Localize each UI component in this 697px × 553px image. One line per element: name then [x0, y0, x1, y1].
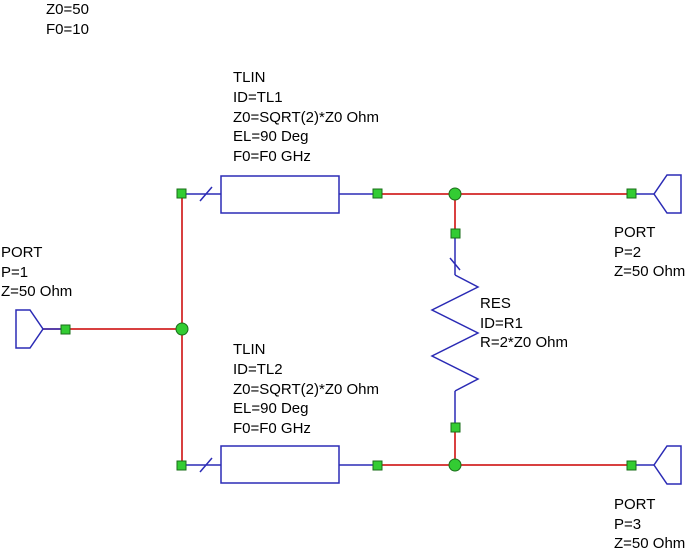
tl1-type: TLIN: [233, 69, 266, 86]
tl1-label: TLIN ID=TL1 Z0=SQRT(2)*Z0 Ohm EL=90 Deg …: [233, 69, 379, 165]
tl2-label: TLIN ID=TL2 Z0=SQRT(2)*Z0 Ohm EL=90 Deg …: [233, 341, 379, 437]
junction-bottom[interactable]: [448, 458, 462, 472]
tl1-z0: Z0=SQRT(2)*Z0 Ohm: [233, 109, 379, 126]
tl1-symbol[interactable]: [182, 175, 377, 214]
port1-z: Z=50 Ohm: [1, 283, 72, 300]
port1-symbol[interactable]: [15, 309, 65, 349]
tl2-f0: F0=F0 GHz: [233, 420, 311, 437]
resistor-symbol[interactable]: [430, 233, 480, 427]
tl2-id: ID=TL2: [233, 361, 283, 378]
pin-tl1-in[interactable]: [176, 188, 187, 199]
port3-z: Z=50 Ohm: [614, 535, 685, 552]
port3-symbol[interactable]: [631, 445, 682, 485]
pin-port1[interactable]: [60, 324, 71, 335]
pin-tl2-out[interactable]: [372, 460, 383, 471]
port1-p: P=1: [1, 264, 28, 281]
pin-res-bottom[interactable]: [450, 422, 461, 433]
pin-res-top[interactable]: [450, 228, 461, 239]
variable-f0: F0=10: [46, 21, 89, 38]
port3-p: P=3: [614, 516, 641, 533]
tl1-id: ID=TL1: [233, 89, 283, 106]
tl1-el: EL=90 Deg: [233, 128, 308, 145]
tl2-symbol[interactable]: [182, 445, 377, 484]
pin-port3[interactable]: [626, 460, 637, 471]
variables-block[interactable]: Z0=50 F0=10: [46, 1, 89, 38]
port3-label: PORT P=3 Z=50 Ohm: [614, 496, 685, 552]
pin-port2[interactable]: [626, 188, 637, 199]
port2-p: P=2: [614, 244, 641, 261]
res-r: R=2*Z0 Ohm: [480, 334, 568, 351]
junction-top[interactable]: [448, 187, 462, 201]
port2-symbol[interactable]: [631, 174, 682, 214]
tl2-z0: Z0=SQRT(2)*Z0 Ohm: [233, 381, 379, 398]
pin-tl1-out[interactable]: [372, 188, 383, 199]
tl2-type: TLIN: [233, 341, 266, 358]
pin-tl2-in[interactable]: [176, 460, 187, 471]
wires: [43, 193, 631, 466]
res-type: RES: [480, 295, 511, 312]
junction-input[interactable]: [175, 322, 189, 336]
res-label: RES ID=R1 R=2*Z0 Ohm: [480, 295, 568, 351]
port2-type: PORT: [614, 224, 655, 241]
components: [15, 174, 682, 485]
port2-label: PORT P=2 Z=50 Ohm: [614, 224, 685, 280]
port3-type: PORT: [614, 496, 655, 513]
tl1-f0: F0=F0 GHz: [233, 148, 311, 165]
variable-z0: Z0=50: [46, 1, 89, 18]
port1-label: PORT P=1 Z=50 Ohm: [1, 244, 72, 300]
tl2-el: EL=90 Deg: [233, 400, 308, 417]
res-id: ID=R1: [480, 315, 523, 332]
pins: [60, 188, 637, 471]
port1-type: PORT: [1, 244, 42, 261]
junctions: [175, 187, 462, 472]
port2-z: Z=50 Ohm: [614, 263, 685, 280]
